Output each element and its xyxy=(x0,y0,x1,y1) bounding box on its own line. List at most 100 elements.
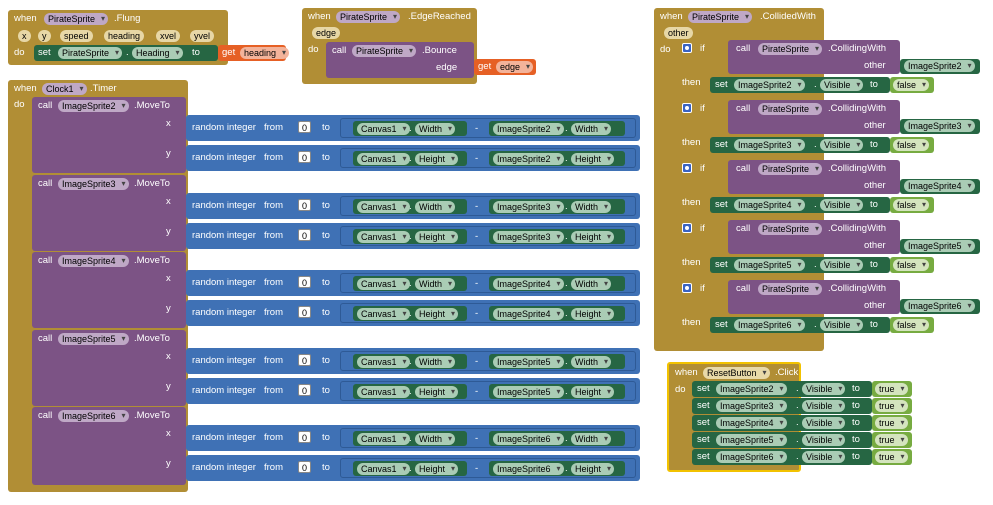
true-block[interactable]: true xyxy=(872,398,912,414)
false-dropdown[interactable]: false xyxy=(893,139,930,151)
canvas-getter-block[interactable]: Canvas1.Height xyxy=(353,151,467,166)
random-integer-block[interactable]: random integerfrom0toCanvas1.Width-Image… xyxy=(186,347,640,374)
canvas-component-dropdown[interactable]: Canvas1 xyxy=(357,463,410,475)
from-number-field[interactable]: 0 xyxy=(298,121,312,133)
edge-reached-event-block[interactable]: when PirateSprite .EdgeReached edge do c… xyxy=(302,8,536,84)
reset-property-dropdown[interactable]: Visible xyxy=(802,417,846,429)
bounce-component-dropdown[interactable]: PirateSprite xyxy=(352,45,417,57)
canvas-component-dropdown[interactable]: Canvas1 xyxy=(357,385,410,398)
param-y[interactable]: y xyxy=(38,30,51,42)
gear-icon[interactable] xyxy=(682,283,692,293)
random-integer-block[interactable]: random integerfrom0toCanvas1.Width-Image… xyxy=(186,115,640,141)
reset-property-dropdown[interactable]: Visible xyxy=(802,400,846,412)
reset-property-dropdown[interactable]: Visible xyxy=(802,383,846,395)
true-dropdown[interactable]: true xyxy=(875,434,908,446)
false-dropdown[interactable]: false xyxy=(893,319,930,331)
sprite-property-dropdown[interactable]: Height xyxy=(571,230,615,243)
false-block[interactable]: false xyxy=(890,317,934,333)
other-sprite-getter-block[interactable]: ImageSprite4 xyxy=(900,179,980,194)
canvas-component-dropdown[interactable]: Canvas1 xyxy=(357,230,410,243)
get-edge-dropdown[interactable]: edge xyxy=(496,61,534,73)
sprite-getter-block[interactable]: ImageSprite2.Height xyxy=(489,151,625,166)
canvas-component-dropdown[interactable]: Canvas1 xyxy=(357,200,410,213)
sprite-getter-block[interactable]: ImageSprite6.Width xyxy=(489,431,625,446)
subtract-block[interactable]: Canvas1.Width-ImageSprite5.Width xyxy=(340,350,636,371)
param-heading[interactable]: heading xyxy=(104,30,145,42)
random-integer-block[interactable]: random integerfrom0toCanvas1.Height-Imag… xyxy=(186,455,640,481)
param-edge[interactable]: edge xyxy=(312,27,341,39)
canvas-property-dropdown[interactable]: Width xyxy=(415,278,456,290)
random-integer-block[interactable]: random integerfrom0toCanvas1.Width-Image… xyxy=(186,270,640,296)
canvas-component-dropdown[interactable]: Canvas1 xyxy=(357,153,410,165)
false-block[interactable]: false xyxy=(890,77,934,93)
moveto-component-dropdown[interactable]: ImageSprite5 xyxy=(58,332,129,345)
true-dropdown[interactable]: true xyxy=(875,417,908,429)
subtract-block[interactable]: Canvas1.Height-ImageSprite4.Height xyxy=(340,303,636,323)
reset-sprite-dropdown[interactable]: ImageSprite5 xyxy=(716,434,787,446)
moveto-component-dropdown[interactable]: ImageSprite3 xyxy=(58,177,129,190)
canvas-component-dropdown[interactable]: Canvas1 xyxy=(357,433,410,445)
canvas-component-dropdown[interactable]: Canvas1 xyxy=(357,355,410,368)
reset-sprite-dropdown[interactable]: ImageSprite4 xyxy=(716,417,787,429)
subtract-block[interactable]: Canvas1.Width-ImageSprite3.Width xyxy=(340,195,636,216)
canvas-getter-block[interactable]: Canvas1.Height xyxy=(353,228,467,244)
set-sprite-dropdown[interactable]: ImageSprite6 xyxy=(734,319,805,331)
canvas-getter-block[interactable]: Canvas1.Width xyxy=(353,198,467,214)
random-integer-block[interactable]: random integerfrom0toCanvas1.Height-Imag… xyxy=(186,222,640,249)
get-heading-block[interactable]: get heading xyxy=(218,45,290,61)
set-heading-block[interactable]: set PirateSprite . Heading to xyxy=(34,45,218,61)
canvas-getter-block[interactable]: Canvas1.Width xyxy=(353,121,467,136)
moveto-component-dropdown[interactable]: ImageSprite2 xyxy=(58,100,129,112)
gear-icon[interactable] xyxy=(682,163,692,173)
sprite-property-dropdown[interactable]: Width xyxy=(571,200,612,213)
canvas-property-dropdown[interactable]: Height xyxy=(415,308,459,320)
sprite-component-dropdown[interactable]: ImageSprite5 xyxy=(493,355,564,368)
from-number-field[interactable]: 0 xyxy=(298,276,312,288)
random-integer-block[interactable]: random integerfrom0toCanvas1.Height-Imag… xyxy=(186,377,640,404)
true-block[interactable]: true xyxy=(872,449,912,465)
gear-icon[interactable] xyxy=(682,103,692,113)
sprite-component-dropdown[interactable]: ImageSprite6 xyxy=(493,463,564,475)
moveto-component-dropdown[interactable]: ImageSprite4 xyxy=(58,255,129,267)
param-other[interactable]: other xyxy=(664,27,693,39)
set-sprite-dropdown[interactable]: ImageSprite2 xyxy=(734,79,805,91)
other-sprite-dropdown[interactable]: ImageSprite2 xyxy=(904,60,975,72)
set-property-dropdown[interactable]: Visible xyxy=(820,319,864,331)
true-block[interactable]: true xyxy=(872,415,912,431)
sprite-property-dropdown[interactable]: Height xyxy=(571,153,615,165)
false-dropdown[interactable]: false xyxy=(893,79,930,91)
sprite-getter-block[interactable]: ImageSprite6.Height xyxy=(489,461,625,476)
sprite-getter-block[interactable]: ImageSprite4.Width xyxy=(489,276,625,291)
reset-sprite-dropdown[interactable]: ImageSprite2 xyxy=(716,383,787,395)
sprite-component-dropdown[interactable]: ImageSprite2 xyxy=(493,153,564,165)
other-sprite-dropdown[interactable]: ImageSprite3 xyxy=(904,120,975,132)
check-component-dropdown[interactable]: PirateSprite xyxy=(758,43,823,55)
sprite-component-dropdown[interactable]: ImageSprite2 xyxy=(493,123,564,135)
moveto-component-dropdown[interactable]: ImageSprite6 xyxy=(58,410,129,422)
sprite-property-dropdown[interactable]: Width xyxy=(571,433,612,445)
sprite-getter-block[interactable]: ImageSprite4.Height xyxy=(489,306,625,321)
from-number-field[interactable]: 0 xyxy=(298,306,312,318)
set-component-dropdown[interactable]: PirateSprite xyxy=(58,47,123,59)
false-dropdown[interactable]: false xyxy=(893,259,930,271)
sprite-property-dropdown[interactable]: Width xyxy=(571,278,612,290)
subtract-block[interactable]: Canvas1.Width-ImageSprite6.Width xyxy=(340,428,636,448)
reset-sprite-dropdown[interactable]: ImageSprite6 xyxy=(716,451,787,463)
reset-component-dropdown[interactable]: ResetButton xyxy=(703,367,770,379)
sprite-getter-block[interactable]: ImageSprite3.Height xyxy=(489,228,625,244)
canvas-getter-block[interactable]: Canvas1.Width xyxy=(353,276,467,291)
sprite-component-dropdown[interactable]: ImageSprite5 xyxy=(493,385,564,398)
canvas-property-dropdown[interactable]: Width xyxy=(415,355,456,368)
sprite-property-dropdown[interactable]: Height xyxy=(571,463,615,475)
sprite-getter-block[interactable]: ImageSprite2.Width xyxy=(489,121,625,136)
other-sprite-getter-block[interactable]: ImageSprite6 xyxy=(900,299,980,314)
